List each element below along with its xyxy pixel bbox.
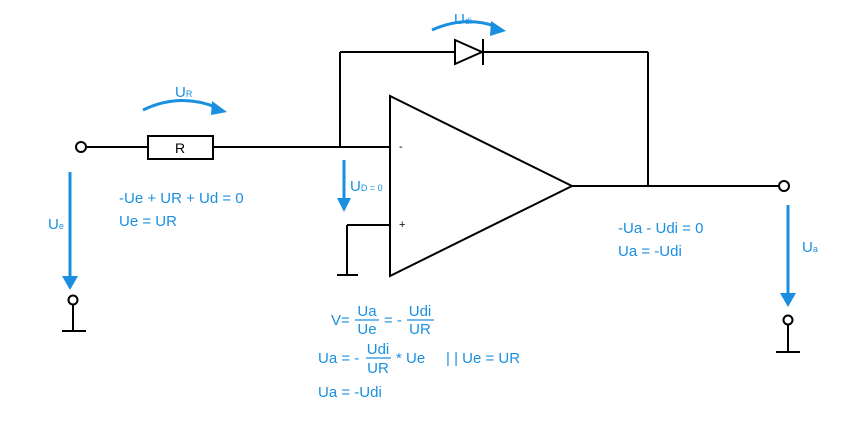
- svg-text:Ua = -: Ua = -: [318, 350, 359, 367]
- output-loop-eq-2: Ua = -Udi: [618, 243, 682, 260]
- opamp: [389, 94, 575, 278]
- svg-text:Ue: Ue: [357, 321, 376, 338]
- input-loop-eq-1: -Ue + UR + Ud = 0: [119, 190, 244, 207]
- output-terminal: [778, 180, 790, 192]
- circuit-wires: [87, 51, 779, 275]
- svg-text:| | Ue = UR: | | Ue = UR: [446, 350, 520, 367]
- ua-arrow: [780, 205, 796, 307]
- ur-arrow: [142, 98, 227, 115]
- opamp-minus: -: [399, 141, 403, 153]
- diode: [454, 38, 485, 66]
- ud-arrow: [337, 160, 351, 212]
- ud-label: UD = 0: [350, 178, 383, 195]
- svg-text:UR: UR: [409, 321, 431, 338]
- output-loop-eq-1: -Ua - Udi = 0: [618, 220, 703, 237]
- gain-equation: V= Ua Ue = - Udi UR: [331, 303, 434, 338]
- input-ground-terminal: [62, 294, 86, 332]
- svg-text:* Ue: * Ue: [396, 350, 425, 367]
- svg-text:Udi: Udi: [409, 303, 432, 320]
- input-loop-eq-2: Ue = UR: [119, 213, 177, 230]
- svg-text:Udi: Udi: [367, 341, 390, 358]
- ue-arrow: [62, 172, 78, 290]
- ue-label: Ue: [48, 216, 64, 233]
- opamp-plus: +: [399, 219, 405, 231]
- udi-label: Udi: [454, 11, 472, 28]
- resistor: [147, 135, 214, 160]
- result-equation: Ua = -Udi: [318, 384, 382, 401]
- output-ground-terminal: [776, 314, 800, 353]
- svg-text:V=: V=: [331, 312, 350, 329]
- ua-expression: Ua = - Udi UR * Ue | | Ue = UR: [318, 341, 520, 377]
- ua-label: Ua: [802, 239, 818, 256]
- udi-arrow: [431, 20, 506, 36]
- svg-text:= -: = -: [384, 312, 402, 329]
- svg-text:Ua: Ua: [357, 303, 377, 320]
- ur-label: UR: [175, 84, 193, 101]
- resistor-label: R: [175, 140, 185, 156]
- input-terminal: [75, 141, 87, 153]
- svg-text:UR: UR: [367, 360, 389, 377]
